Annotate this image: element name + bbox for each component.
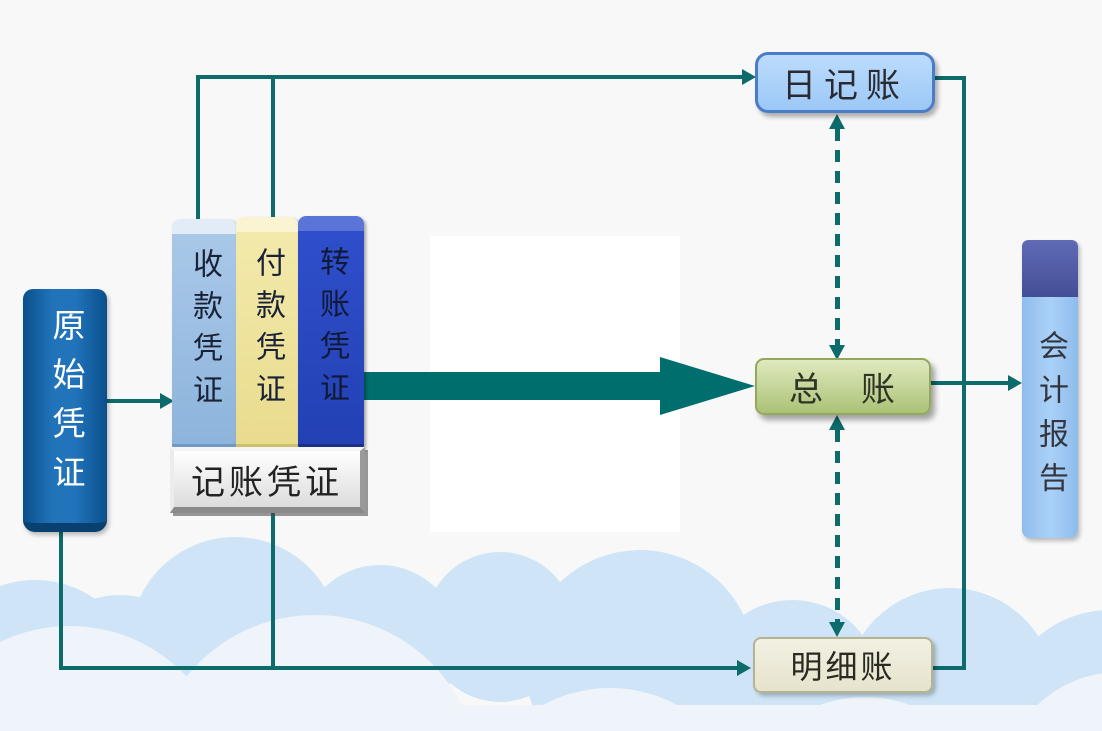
connector-bookkeeping-down (271, 513, 275, 670)
connector-original-down (59, 530, 63, 670)
connector-ledger-to-report (930, 381, 1010, 385)
node-receipt-voucher: 收款凭证 (172, 219, 236, 451)
node-journal: 日记账 (755, 52, 935, 113)
dashed-arrowhead-down-subsidiary (829, 622, 845, 637)
node-transfer-voucher: 转账凭证 (298, 216, 364, 451)
arrowhead-into-journal (742, 69, 756, 85)
report-cap (1022, 240, 1078, 297)
dashed-connector-ledger-subsidiary (835, 430, 840, 622)
connector-bottom-horizontal (59, 666, 739, 670)
node-general-ledger: 总 账 (755, 358, 931, 415)
dashed-arrowhead-up-journal (829, 114, 845, 129)
node-original-voucher: 原始凭证 (23, 289, 107, 532)
node-payment-voucher: 付款凭证 (236, 217, 298, 451)
connector-subsidiary-right (932, 666, 966, 670)
arrowhead-into-receipt-voucher (160, 393, 174, 409)
arrowhead-into-report (1008, 375, 1022, 391)
node-bookkeeping-voucher: 记账凭证 (170, 447, 365, 513)
big-arrow-head (660, 357, 755, 415)
arrowhead-into-subsidiary-ledger (737, 660, 751, 676)
connector-right-vertical (962, 76, 966, 670)
dashed-arrowhead-up-ledger (829, 415, 845, 430)
connector-journal-right (935, 76, 966, 80)
connector-receipt-up (196, 75, 200, 220)
connector-original-to-vouchers (107, 399, 162, 403)
report-label: 会计报告 (1022, 297, 1078, 538)
big-arrow-shaft (364, 372, 660, 400)
node-subsidiary-ledger: 明细账 (753, 637, 933, 693)
node-accounting-report: 会计报告 (1022, 240, 1078, 538)
connector-top-horizontal (196, 75, 746, 79)
dashed-connector-journal-ledger (835, 129, 840, 345)
cloud-band (0, 705, 1102, 731)
dashed-arrowhead-down-ledger (829, 345, 845, 360)
connector-payment-up (271, 75, 275, 218)
